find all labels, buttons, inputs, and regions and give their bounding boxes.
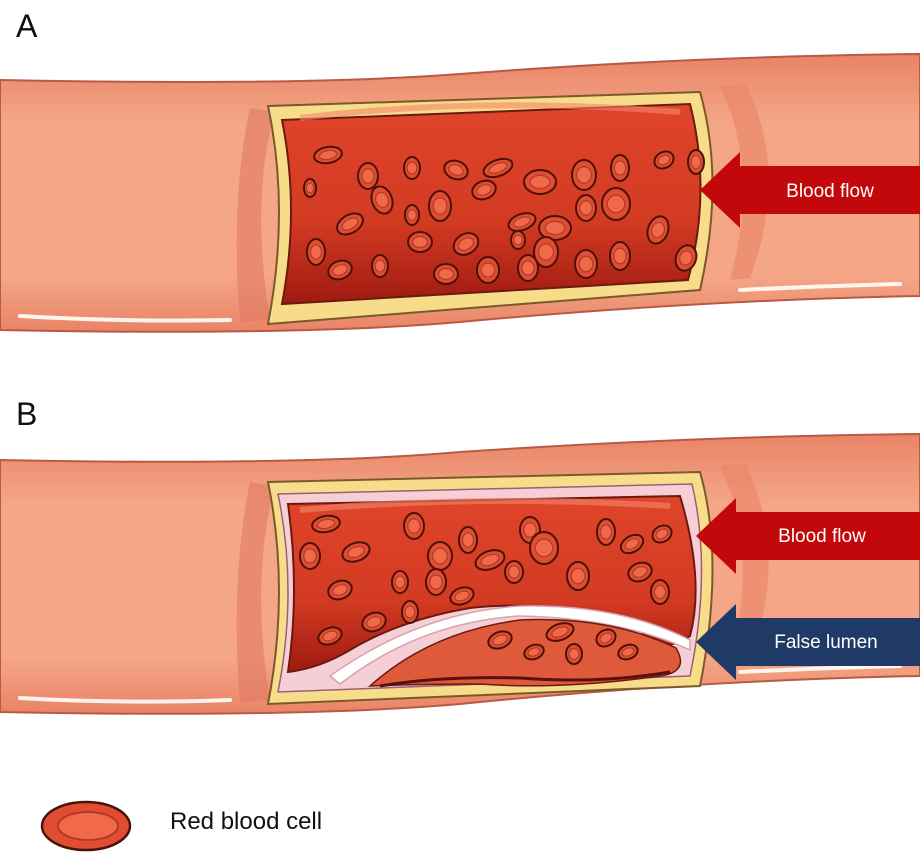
red-blood-cell	[511, 231, 525, 249]
red-blood-cell	[428, 542, 452, 570]
red-blood-cell	[402, 601, 418, 623]
red-blood-cell	[300, 543, 320, 569]
red-blood-cell	[392, 571, 408, 593]
red-blood-cell	[567, 562, 589, 590]
panel-b-blood-flow-label: Blood flow	[778, 526, 866, 547]
red-blood-cell	[404, 513, 424, 539]
red-blood-cell	[307, 239, 325, 265]
red-blood-cell	[597, 519, 615, 545]
red-blood-cell	[575, 250, 597, 278]
red-blood-cell	[459, 527, 477, 553]
red-blood-cell	[610, 242, 630, 270]
red-blood-cell-icon	[42, 802, 130, 850]
panel-a-blood-flow-label: Blood flow	[786, 181, 874, 202]
red-blood-cell	[405, 205, 419, 225]
legend-label: Red blood cell	[170, 808, 322, 836]
red-blood-cell	[408, 232, 432, 252]
red-blood-cell	[602, 188, 630, 220]
red-blood-cell	[651, 580, 669, 604]
red-blood-cell	[426, 569, 446, 595]
red-blood-cell	[518, 255, 538, 281]
red-blood-cell	[304, 179, 316, 197]
red-blood-cell	[530, 532, 558, 564]
red-blood-cell	[572, 160, 596, 190]
red-blood-cell	[611, 155, 629, 181]
red-blood-cell	[429, 191, 451, 221]
red-blood-cell	[566, 644, 582, 664]
red-blood-cell	[688, 150, 704, 174]
panel-a-cutaway	[268, 92, 713, 324]
red-blood-cell	[404, 157, 420, 179]
red-blood-cell	[576, 195, 596, 221]
red-blood-cell	[505, 561, 523, 583]
red-blood-cell	[524, 170, 556, 194]
red-blood-cell	[372, 255, 388, 277]
red-blood-cell	[477, 257, 499, 283]
red-blood-cell	[358, 163, 378, 189]
panel-b-false-lumen-label: False lumen	[774, 632, 878, 653]
red-blood-cell	[434, 264, 458, 284]
